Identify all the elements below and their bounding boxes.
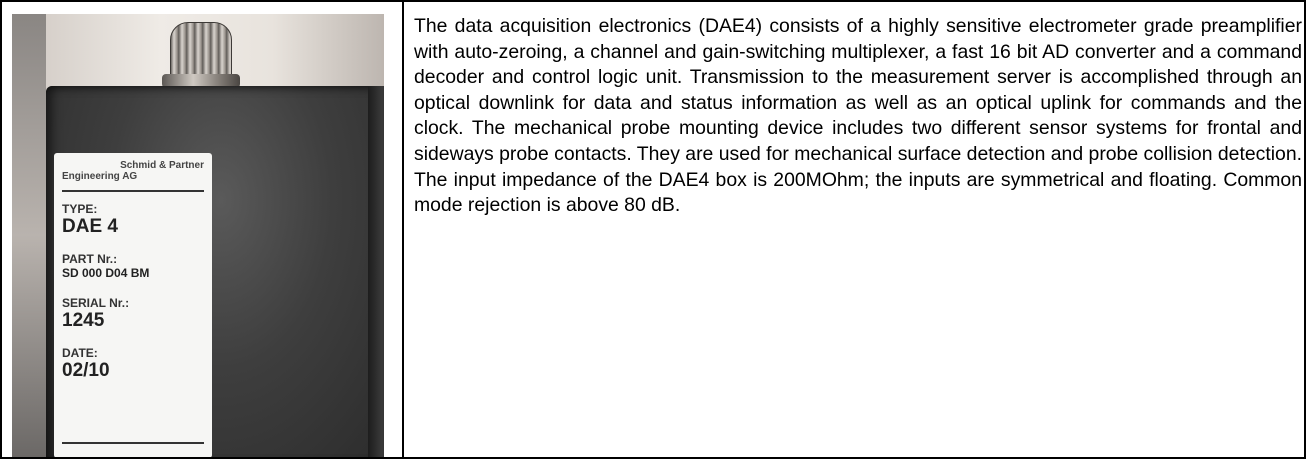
type-label: TYPE:	[62, 202, 98, 216]
column-divider	[402, 2, 404, 457]
photo-cell: Schmid & Partner Engineering AG TYPE: DA…	[2, 2, 402, 457]
type-value: DAE 4	[62, 216, 118, 237]
device-side-edge	[368, 86, 384, 457]
serial-label: SERIAL Nr.:	[62, 296, 130, 310]
device-knob	[170, 22, 232, 80]
manufacturer-line-1: Schmid & Partner	[120, 160, 204, 171]
part-label: PART Nr.:	[62, 252, 118, 266]
date-label: DATE:	[62, 346, 98, 360]
label-divider	[62, 190, 204, 192]
dae4-device-photo: Schmid & Partner Engineering AG TYPE: DA…	[12, 14, 384, 457]
description-paragraph: The data acquisition electronics (DAE4) …	[414, 15, 1302, 217]
part-value: SD 000 D04 BM	[62, 266, 150, 280]
label-bottom-divider	[62, 442, 204, 444]
photo-background-left	[12, 14, 46, 457]
device-body: Schmid & Partner Engineering AG TYPE: DA…	[46, 86, 384, 457]
serial-value: 1245	[62, 310, 105, 331]
date-value: 02/10	[62, 360, 110, 381]
device-label-sticker: Schmid & Partner Engineering AG TYPE: DA…	[54, 153, 212, 457]
manufacturer-name: Schmid & Partner Engineering AG	[62, 160, 204, 184]
device-knob-base	[162, 74, 240, 88]
description-cell: The data acquisition electronics (DAE4) …	[414, 14, 1302, 219]
manufacturer-line-2: Engineering AG	[62, 171, 138, 182]
